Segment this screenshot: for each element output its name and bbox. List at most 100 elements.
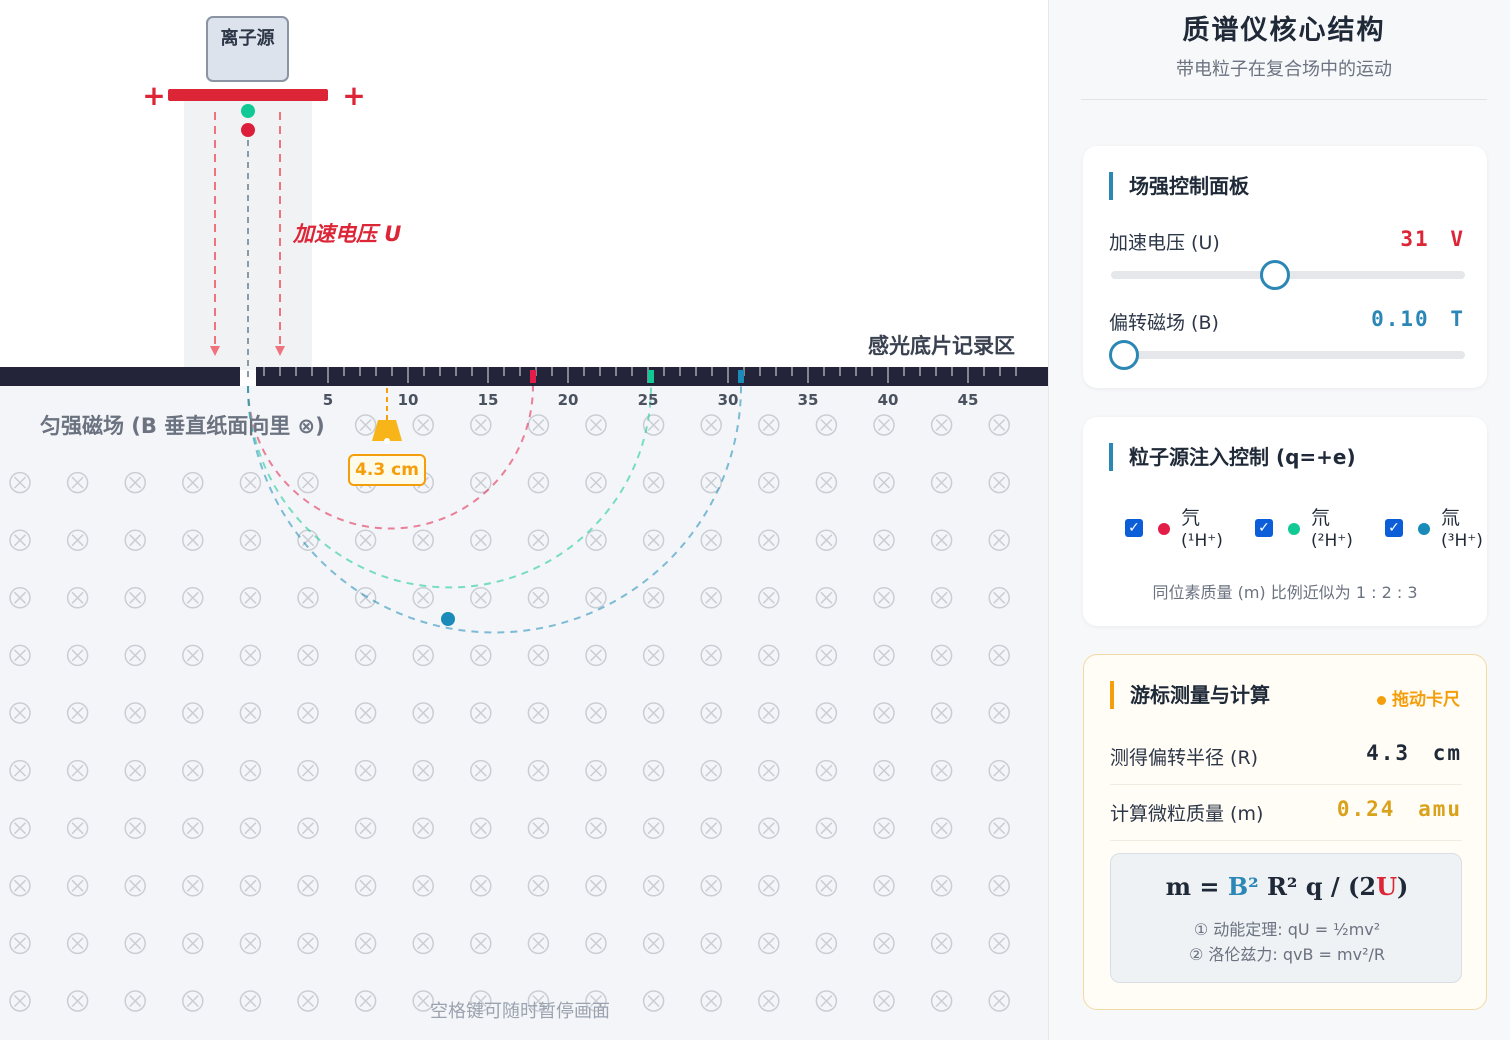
voltage-arrow-left [210, 112, 220, 356]
checkbox-tritium[interactable]: ✓ [1385, 519, 1403, 537]
field-symbol [124, 932, 146, 955]
field-symbol [9, 990, 31, 1012]
field-symbol [758, 644, 780, 667]
field-symbol [297, 990, 319, 1012]
source-control-card: 粒子源注入控制 (q=+e) ✓ 氕 (¹H⁺) ✓ 氘 (²H⁺) ✓ 氚 (… [1083, 417, 1487, 626]
field-symbol [585, 759, 607, 782]
field-symbol [758, 932, 780, 955]
photographic-film-left [0, 367, 240, 386]
voltage-number: 31 [1400, 227, 1430, 251]
field-symbol [9, 932, 31, 955]
field-symbol [815, 587, 838, 609]
field-symbol [700, 990, 722, 1012]
field-symbol [988, 990, 1010, 1012]
field-symbol [585, 587, 607, 609]
field-symbol [527, 932, 550, 955]
field-symbol [297, 932, 319, 955]
mass-formula: m = B² R² q / (2U) [1165, 872, 1409, 901]
field-symbol [815, 414, 838, 436]
field-symbol [66, 990, 89, 1012]
field-symbol [412, 817, 434, 839]
field-symbol [239, 932, 262, 955]
field-symbol [239, 644, 262, 667]
field-symbol [642, 759, 665, 782]
caliper-marker[interactable] [372, 388, 402, 444]
field-symbols [9, 414, 1010, 1012]
energy-theorem: ① 动能定理: qU = ½mv² [1193, 920, 1381, 939]
field-symbol [585, 702, 607, 724]
caliper-handle[interactable] [372, 420, 402, 441]
field-symbol [297, 644, 319, 667]
field-symbol [182, 529, 204, 551]
field-symbol [239, 759, 262, 782]
field-symbol [642, 644, 665, 667]
field-symbol [66, 932, 89, 955]
field-symbol [873, 644, 895, 667]
field-symbol [758, 414, 780, 436]
field-symbol [758, 990, 780, 1012]
particle-tritium [441, 612, 455, 626]
voltage-slider[interactable] [1111, 260, 1465, 290]
field-symbol [412, 990, 434, 1012]
field-symbol [988, 759, 1010, 782]
field-symbol [873, 471, 895, 494]
field-symbol [758, 529, 780, 551]
voltage-label: 加速电压 (U) [1109, 232, 1220, 254]
magnetic-slider-thumb[interactable] [1109, 340, 1139, 370]
field-symbol [815, 644, 838, 667]
field-symbol [700, 702, 722, 724]
field-symbol [124, 644, 146, 667]
plate-plus-left: + [142, 79, 165, 112]
field-symbol [527, 875, 550, 897]
field-symbol [815, 529, 838, 551]
checkbox-deuterium[interactable]: ✓ [1255, 519, 1273, 537]
voltage-slider-thumb[interactable] [1259, 260, 1290, 290]
field-symbol [700, 932, 722, 955]
field-symbol [182, 644, 204, 667]
field-symbol [182, 587, 204, 609]
field-symbol [9, 587, 31, 609]
field-symbol [354, 759, 377, 782]
field-symbol [124, 990, 146, 1012]
field-symbol [527, 644, 550, 667]
voltage-arrow-right [275, 112, 285, 356]
field-symbol [297, 702, 319, 724]
mass-label: 计算微粒质量 (m) [1110, 803, 1264, 825]
protium-name: 氕 [1181, 507, 1201, 529]
field-symbol [815, 990, 838, 1012]
ruler-label: 30 [718, 391, 739, 409]
field-symbol [470, 817, 492, 839]
field-symbol [815, 471, 838, 494]
isotope-mass-note: 同位素质量 (m) 比例近似为 1 : 2 : 3 [1152, 583, 1418, 602]
trajectory-deuterium-hit [648, 370, 654, 383]
field-symbol [239, 875, 262, 897]
mass-number: 0.24 [1336, 797, 1396, 821]
checkbox-protium[interactable]: ✓ [1125, 519, 1143, 537]
magnetic-slider[interactable] [1109, 340, 1465, 370]
voltage-unit: V [1450, 227, 1465, 251]
field-symbol [873, 587, 895, 609]
field-symbol [873, 759, 895, 782]
measurement-title: 游标测量与计算 [1110, 681, 1270, 709]
field-symbol [297, 817, 319, 839]
ruler-label: 35 [798, 391, 819, 409]
panel-divider [1081, 99, 1487, 100]
field-symbol [585, 875, 607, 897]
field-symbol [354, 702, 377, 724]
field-symbol [354, 875, 377, 897]
field-symbol [988, 817, 1010, 839]
field-symbol [988, 702, 1010, 724]
mass-unit: amu [1418, 797, 1462, 821]
field-control-title: 场强控制面板 [1109, 172, 1249, 200]
field-symbol [182, 875, 204, 897]
field-symbol [124, 875, 146, 897]
field-symbol [66, 817, 89, 839]
field-symbol [470, 759, 492, 782]
field-symbol [988, 471, 1010, 494]
protium-formula: (¹H⁺) [1181, 531, 1223, 551]
measurement-card: 游标测量与计算 拖动卡尺 测得偏转半径 (R) 4.3 cm 计算微粒质量 (m… [1083, 654, 1487, 1010]
trajectory-deuterium [247, 385, 652, 589]
field-symbol [297, 471, 319, 494]
